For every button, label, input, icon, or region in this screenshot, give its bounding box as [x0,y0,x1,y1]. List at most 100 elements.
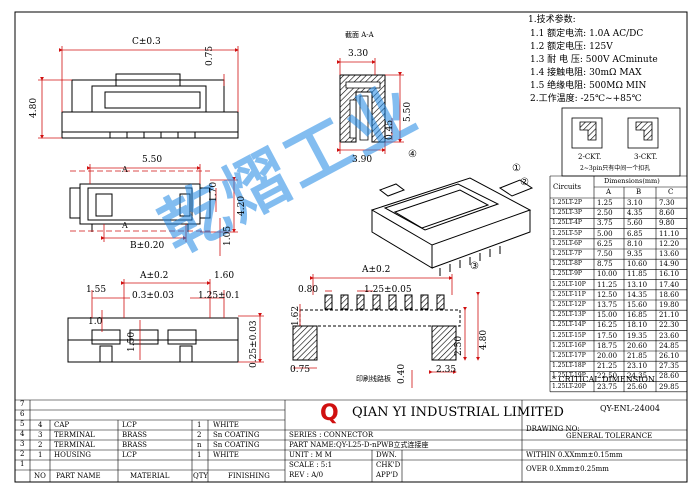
bom-row-number: 2 [20,450,25,458]
table-cell-value: 8.75 [597,260,613,269]
table-cell-value: 26.10 [659,352,680,360]
dim-h250: 2.50 [454,335,464,356]
table-cell-value: 19.80 [659,301,680,309]
table-row-circuit: 1.25LT-9P [552,270,582,278]
table-cell-value: 7.30 [659,199,675,207]
table-cell-value: 8.60 [659,209,675,218]
table-cell-value: 16.10 [659,270,680,279]
table-cell-value: 5.00 [597,229,613,238]
table-cell-value: 11.85 [627,270,648,279]
tolerance-over: OVER 0.Xmm±0.25mm [526,465,609,473]
bom-header-part: PART NAME [56,472,101,480]
bom-part: HOUSING [54,451,92,459]
table-row-circuit: 1.25LT-11P [552,290,586,298]
table-row-circuit: 1.25LT-13P [552,311,586,319]
dim-h150: 1.50 [127,331,137,352]
ckt-label-3: 3-CKT. [634,153,658,161]
table-cell-value: 21.10 [659,311,680,320]
top-view-dims [38,46,239,139]
top-view [61,73,239,139]
table-cell-value: 13.10 [627,280,648,289]
dim-b: B±0.20 [130,241,165,251]
section-view [339,74,386,143]
bom-header-finish: FINISHING [228,472,270,480]
specs-heading: 1.技术参数: [528,15,576,25]
table-row-circuit: 1.25LT-7P [552,250,582,257]
drawing-no-label: DRAWING NO: [526,425,580,433]
table-cell-value: 15.60 [627,301,648,309]
front-view [67,317,239,363]
dim-h162: 1.62 [291,305,301,326]
bom-part: TERMINAL [54,441,95,449]
bom-qty: 2 [197,431,202,439]
table-cell-value: 12.50 [597,290,618,299]
spec-item: 2.工作温度: -25℃~+85℃ [530,94,642,104]
scale: SCALE : 5:1 [289,461,333,469]
dim-h170: 1.70 [209,181,219,202]
bom-material: BRASS [122,431,147,439]
table-cell-value: 22.30 [659,321,680,330]
table-cell-value: 16.25 [597,321,618,330]
rev: REV : A/0 [289,471,324,479]
ckt-label-2: 2-CKT. [578,153,602,161]
dim-w125b: 1.25±0.05 [364,285,412,295]
table-row-circuit: 1.25LT-12P [552,301,586,308]
dim-w040: 0.40 [397,363,407,384]
table-header-circuits: Circuits [553,183,582,191]
callout-1: ① [512,163,521,174]
spec-item: 1.2 额定电压: 125V [530,42,613,52]
ckt-note: 2~3pin只有中间一个扣孔 [580,165,651,172]
bom-finish: Sn COATING [213,431,260,439]
dwn-label: DWN. [376,451,397,459]
dim-h480b: 4.80 [479,329,489,350]
dim-a-left: A±0.2 [140,271,169,281]
table-cell-value: 7.50 [597,250,613,258]
table-cell-value: 20.60 [627,341,648,350]
table-cell-value: 6.25 [597,239,613,248]
bom-row-number: 3 [20,440,25,448]
callout-2: ② [520,177,529,188]
bom-header-no: NO [34,472,46,480]
table-cell-value: 24.35 [627,372,648,381]
dim-h075: 0.75 [205,45,215,66]
spec-item: 1.3 耐 电 压: 500V ACminute [530,55,658,65]
table-cell-value: 29.85 [659,382,680,391]
dim-h025: 0.25±0.03 [249,320,259,368]
bom-part: TERMINAL [54,431,95,439]
bom-qty: 1 [197,421,202,429]
table-row-circuit: 1.25LT-5P [552,229,582,237]
table-cell-value: 17.40 [659,280,680,289]
table-cell-value: 17.50 [597,331,618,340]
section-dims [336,58,404,154]
bom-header-qty: QTY [193,472,209,480]
table-row-circuit: 1.25LT-4P [552,219,582,227]
dim-h045: 0.45 [385,119,395,140]
dim-w155: 1.55 [86,285,107,295]
table-row-circuit: 1.25LT-14P [552,321,586,329]
table-cell-value: 27.35 [659,362,680,371]
unit: UNIT : M M [289,451,332,459]
front-view-dims [91,279,264,363]
bom-row-number: 4 [20,430,25,438]
dimension-table-grid [549,175,688,393]
spec-item: 1.1 额定电流: 1.0A AC/DC [530,29,644,39]
bom-no: 2 [38,441,43,449]
table-cell-value: 21.85 [627,352,648,360]
table-cell-value: 13.75 [597,301,618,309]
bom-row-number: 5 [20,420,25,428]
pcb-layout [292,294,461,361]
section-mark-bottom: A [122,221,128,230]
table-cell-value: 21.25 [597,362,618,371]
table-cell-value: 28.60 [659,372,680,381]
dim-w550: 5.50 [142,155,163,165]
dim-w080: 0.80 [298,285,319,295]
bom-no: 1 [38,451,43,459]
dim-w075: 0.75 [290,365,311,375]
table-cell-value: 3.10 [627,199,643,207]
bom-no: 3 [38,431,43,439]
table-col-header: C [668,188,674,196]
dim-w03: 0.3±0.03 [132,291,174,301]
bom-row-number: 1 [20,460,25,468]
critical-dimension-note: * CRITICAL DIMENSION [552,375,655,384]
dim-w125: 1.25±0.1 [198,291,240,301]
